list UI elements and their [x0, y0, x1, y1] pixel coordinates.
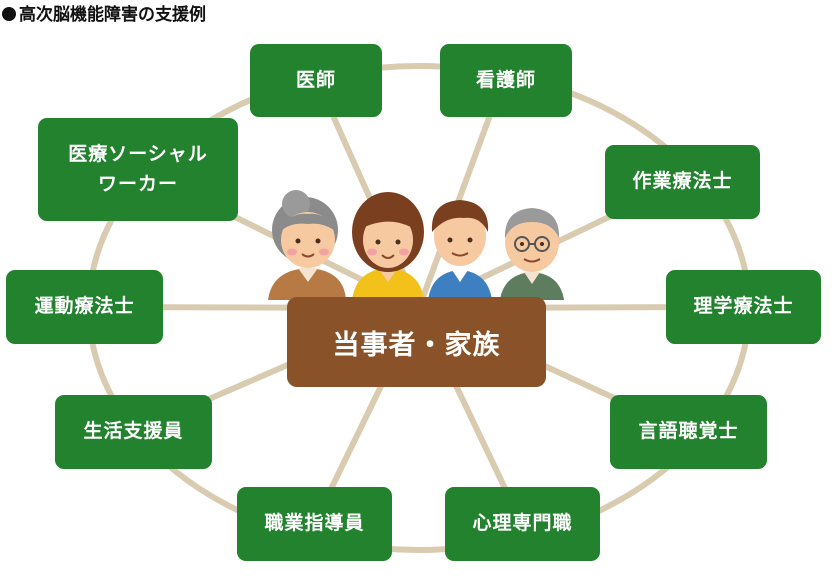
mother-figure: [352, 192, 424, 300]
diagram-title-text: 高次脳機能障害の支援例: [19, 5, 206, 25]
spoke-doctor: [314, 77, 422, 311]
bullet-icon: [2, 7, 16, 21]
role-ot: 作業療法士: [605, 145, 760, 219]
role-st: 言語聴覚士: [610, 395, 767, 469]
grandfather-figure: [500, 208, 564, 300]
center-label: 当事者・家族: [287, 297, 546, 387]
role-nurse: 看護師: [440, 44, 572, 117]
role-msw: 医療ソーシャル ワーカー: [38, 118, 238, 221]
role-life: 生活支援員: [55, 395, 212, 469]
role-doctor: 医師: [250, 44, 382, 117]
role-sports: 運動療法士: [6, 270, 163, 344]
family-illustration: [268, 190, 564, 300]
grandmother-figure: [268, 190, 346, 300]
role-vocational: 職業指導員: [237, 487, 392, 561]
diagram-title: 高次脳機能障害の支援例: [2, 0, 206, 25]
spoke-nurse: [416, 77, 506, 311]
role-pt: 理学療法士: [666, 270, 821, 344]
son-figure: [428, 200, 492, 300]
role-psych: 心理専門職: [445, 487, 600, 561]
